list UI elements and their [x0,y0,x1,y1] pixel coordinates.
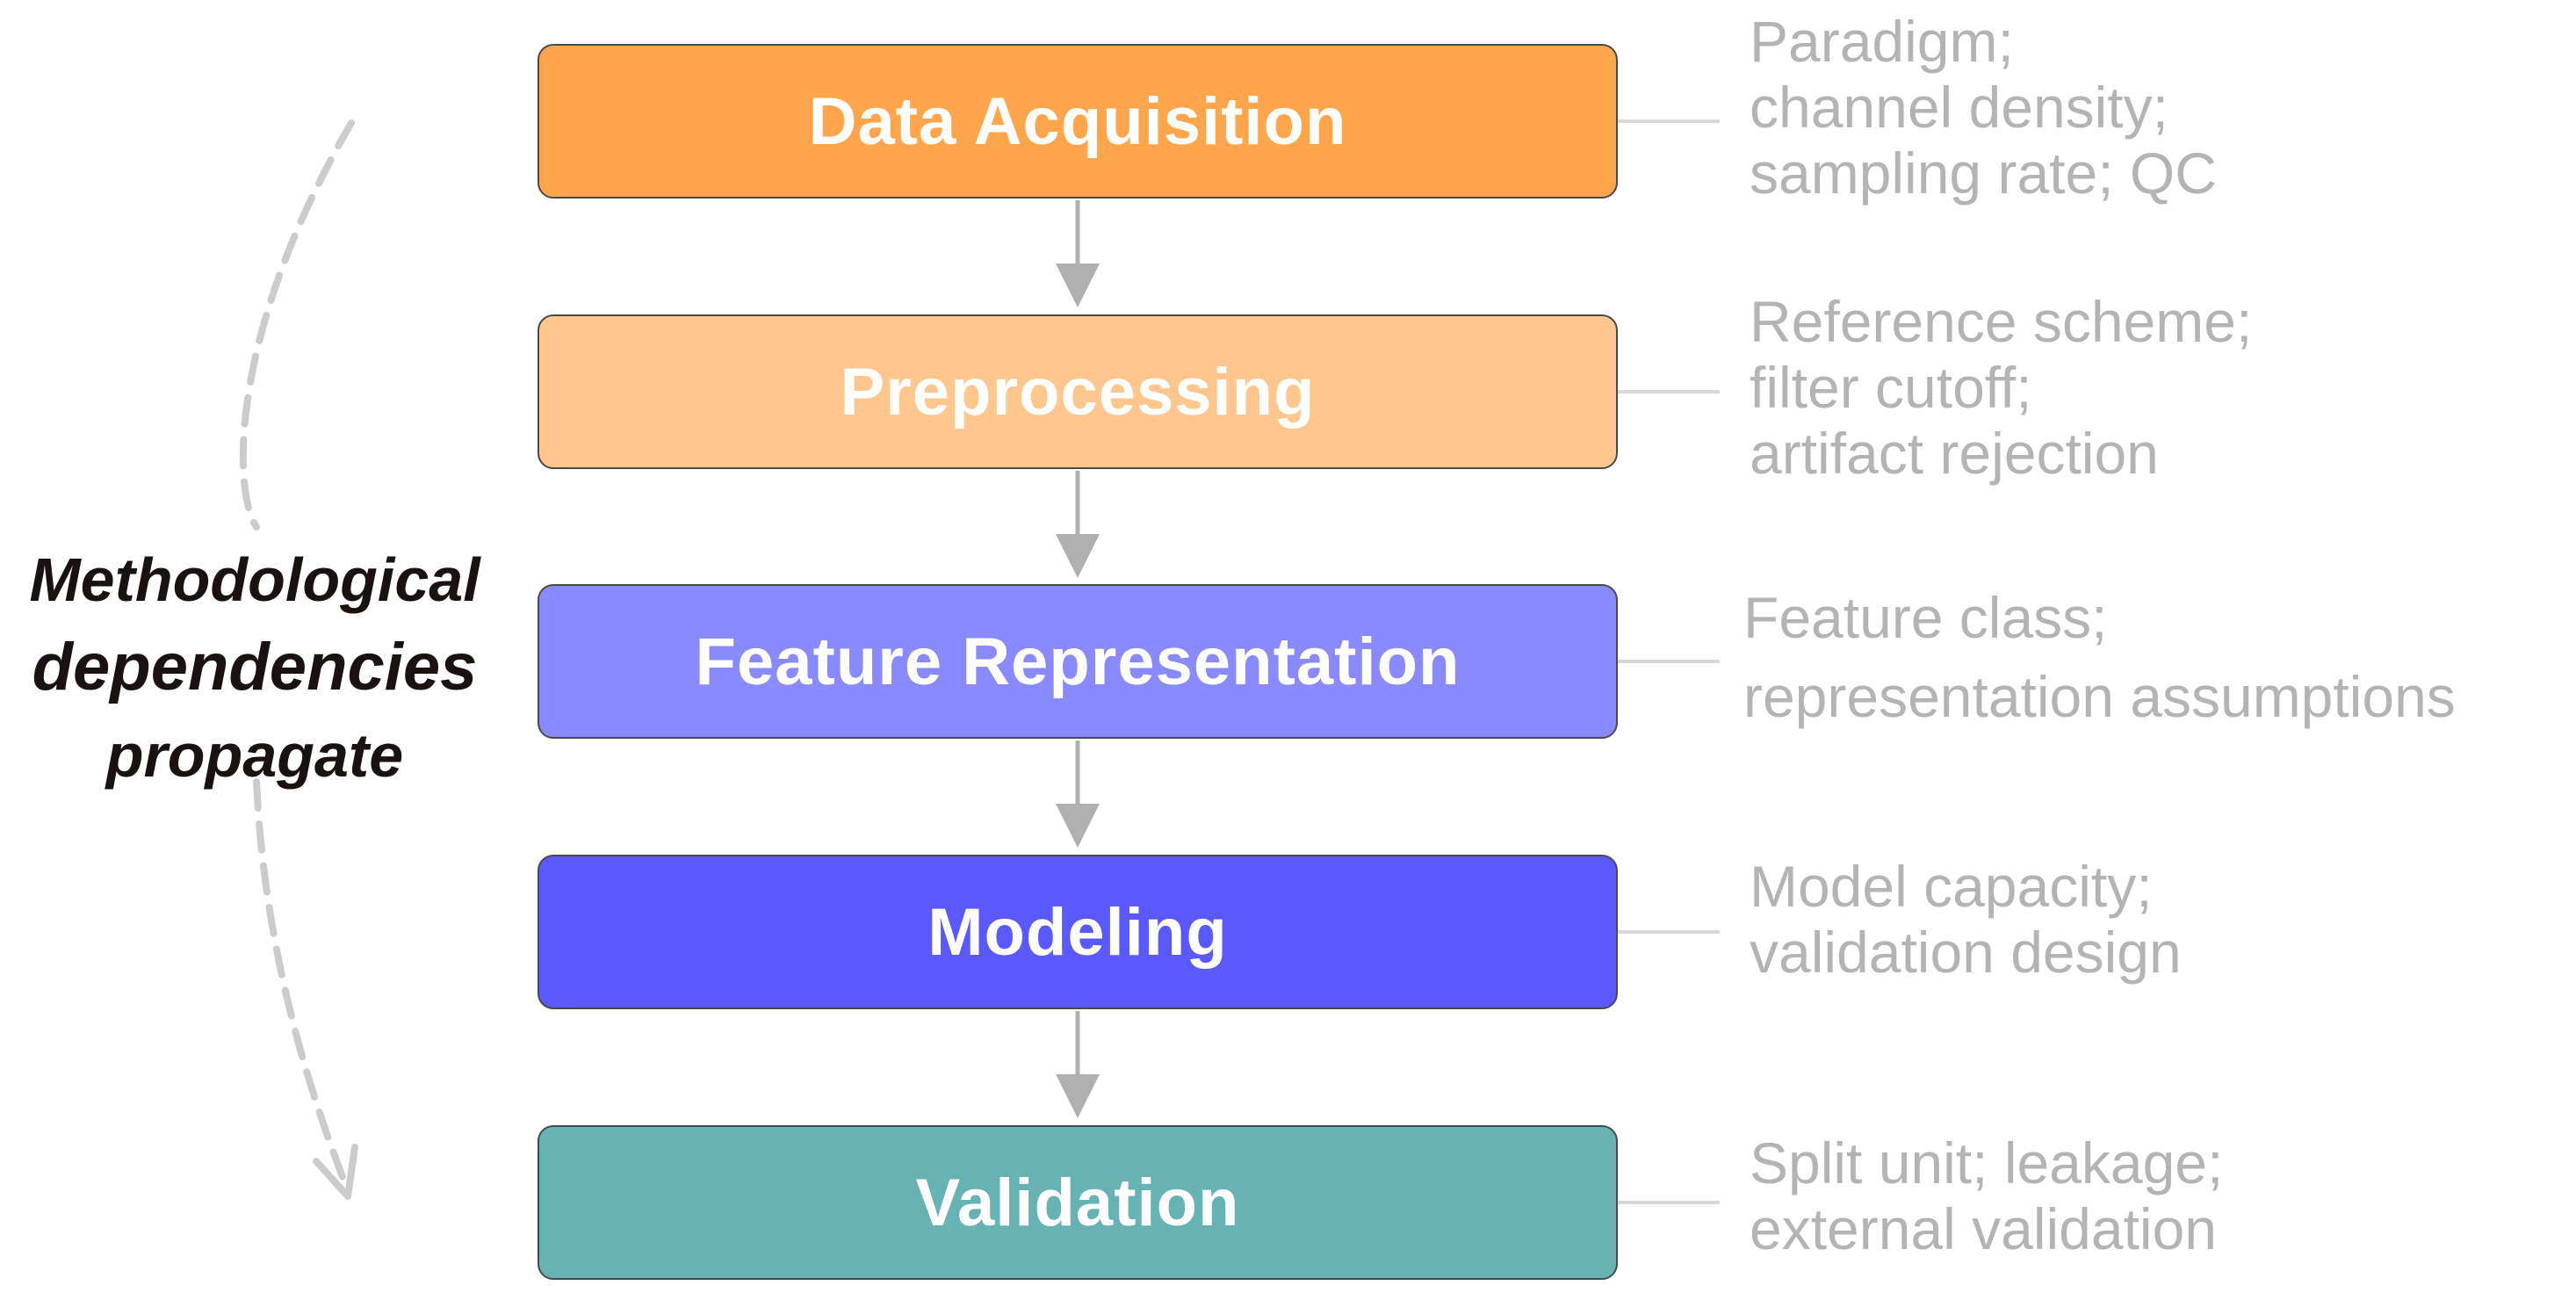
note-validation: Split unit; leakage; external validation [1750,1130,2223,1262]
note-line: Model capacity; [1750,854,2153,919]
note-line: representation assumptions [1743,664,2456,729]
propagation-label: Methodological dependencies propagate [0,536,509,799]
stage-feature-representation: Feature Representation [538,584,1618,739]
note-line: channel density; [1750,75,2168,140]
note-line: Reference scheme; [1750,289,2253,354]
propagation-label-line: propagate [105,721,404,790]
note-line: sampling rate; QC [1750,141,2217,206]
note-feature-representation: Feature class; representation assumption… [1743,578,2456,736]
note-line: Paradigm; [1750,9,2014,74]
propagation-dashed-arrow [239,119,355,1185]
note-modeling: Model capacity; validation design [1750,854,2182,986]
propagation-label-line: dependencies [32,630,478,704]
note-line: artifact rejection [1750,421,2159,486]
propagation-label-line: Methodological [29,545,480,614]
stage-preprocessing: Preprocessing [538,314,1618,469]
stage-validation: Validation [538,1125,1618,1280]
note-data-acquisition: Paradigm; channel density; sampling rate… [1750,9,2217,206]
note-preprocessing: Reference scheme; filter cutoff; artifac… [1750,289,2252,487]
propagation-arrowhead-icon [313,1144,358,1200]
note-line: Split unit; leakage; [1750,1130,2224,1195]
stage-label: Feature Representation [695,624,1461,699]
note-line: Feature class; [1743,585,2108,650]
stage-label: Validation [915,1165,1240,1240]
stage-modeling: Modeling [538,855,1618,1009]
stage-label: Preprocessing [840,354,1316,430]
note-line: validation design [1750,920,2182,985]
stage-data-acquisition: Data Acquisition [538,44,1618,199]
stage-label: Modeling [927,894,1228,970]
note-line: external validation [1750,1196,2217,1261]
note-line: filter cutoff; [1750,355,2032,420]
stage-label: Data Acquisition [808,83,1347,159]
